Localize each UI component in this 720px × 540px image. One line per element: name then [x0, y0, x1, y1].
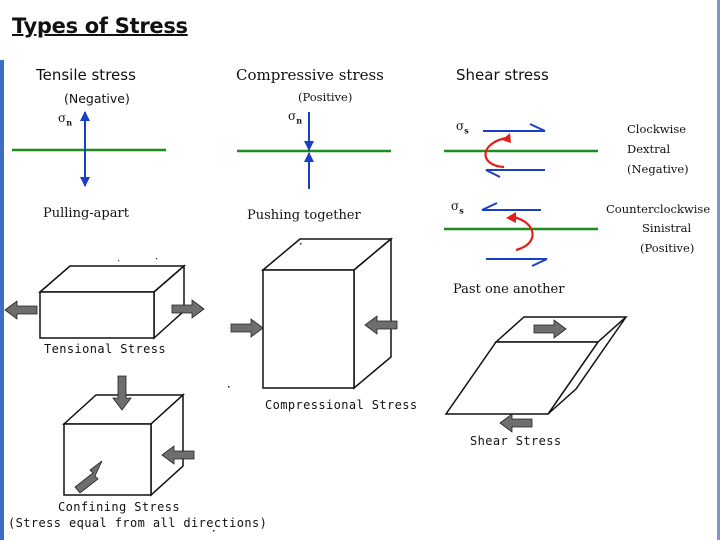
- tensile-sign: (Negative): [64, 91, 130, 106]
- shear-counterclockwise-diagram: [444, 202, 598, 267]
- compression-arrow-right: [364, 315, 398, 335]
- scan-marks: [118, 243, 302, 532]
- slide-right-border: [717, 0, 720, 540]
- compressive-diagram: [237, 112, 391, 189]
- sinistral-label: Sinistral: [642, 221, 692, 235]
- clockwise-arrowhead: [502, 133, 511, 143]
- tensile-sigma-label: σn: [58, 111, 73, 128]
- tensile-description: Pulling-apart: [43, 206, 129, 221]
- shear-top-arrow-right: [483, 123, 546, 132]
- compressional-stress-caption: Compressional Stress: [265, 398, 418, 412]
- tensional-force-arrows: [4, 299, 205, 320]
- clockwise-label: Clockwise: [627, 122, 687, 136]
- shear-heading: Shear stress: [456, 66, 549, 84]
- page-title: Types of Stress: [12, 14, 188, 38]
- counterclockwise-label: Counterclockwise: [606, 202, 711, 216]
- shear-arrow-left: [499, 413, 533, 433]
- tension-arrow-left: [4, 300, 38, 320]
- confining-stress-block: [62, 393, 185, 497]
- dextral-label: Dextral: [627, 142, 671, 156]
- shear-sigma-label-top: σs: [456, 119, 469, 136]
- clockwise-sign-label: (Negative): [627, 162, 689, 176]
- compression-force-arrows: [230, 315, 398, 338]
- clockwise-rotation-arc: [484, 136, 507, 169]
- counterclockwise-sign-label: (Positive): [640, 241, 695, 255]
- tensile-diagram: [12, 111, 166, 187]
- confining-arrow-diagonal: [74, 460, 103, 494]
- tensile-heading: Tensile stress: [36, 66, 136, 84]
- compressive-description: Pushing together: [247, 208, 361, 223]
- counterclockwise-arrowhead: [506, 212, 516, 223]
- shear-bottom-arrow-right: [486, 258, 548, 267]
- shear-sigma-label-bottom: σs: [451, 199, 464, 216]
- shear-arrow-right: [533, 319, 567, 339]
- compressive-sigma-label: σn: [288, 109, 303, 126]
- tensional-stress-caption: Tensional Stress: [44, 342, 166, 356]
- shear-top-arrow-left: [481, 202, 541, 211]
- confining-arrow-top: [112, 375, 132, 411]
- confining-stress-caption: Confining Stress: [58, 500, 180, 514]
- tension-arrow-right: [171, 299, 205, 319]
- compressive-sign: (Positive): [298, 90, 353, 104]
- compression-arrow-left: [230, 318, 264, 338]
- shear-stress-caption: Shear Stress: [470, 434, 562, 448]
- compressive-heading: Compressive stress: [236, 66, 384, 84]
- slide-left-border: [0, 60, 4, 540]
- shear-force-arrows: [499, 319, 567, 433]
- counterclockwise-rotation-arc: [512, 215, 534, 252]
- shear-description: Past one another: [453, 282, 565, 297]
- confining-arrow-right: [161, 445, 195, 465]
- shear-bottom-arrow-left: [485, 169, 545, 178]
- confining-stress-note: (Stress equal from all directions): [8, 516, 268, 530]
- shear-clockwise-diagram: [444, 123, 598, 178]
- compressional-stress-block: [260, 237, 394, 390]
- confining-force-arrows: [74, 375, 195, 494]
- tensional-stress-block: [37, 264, 187, 340]
